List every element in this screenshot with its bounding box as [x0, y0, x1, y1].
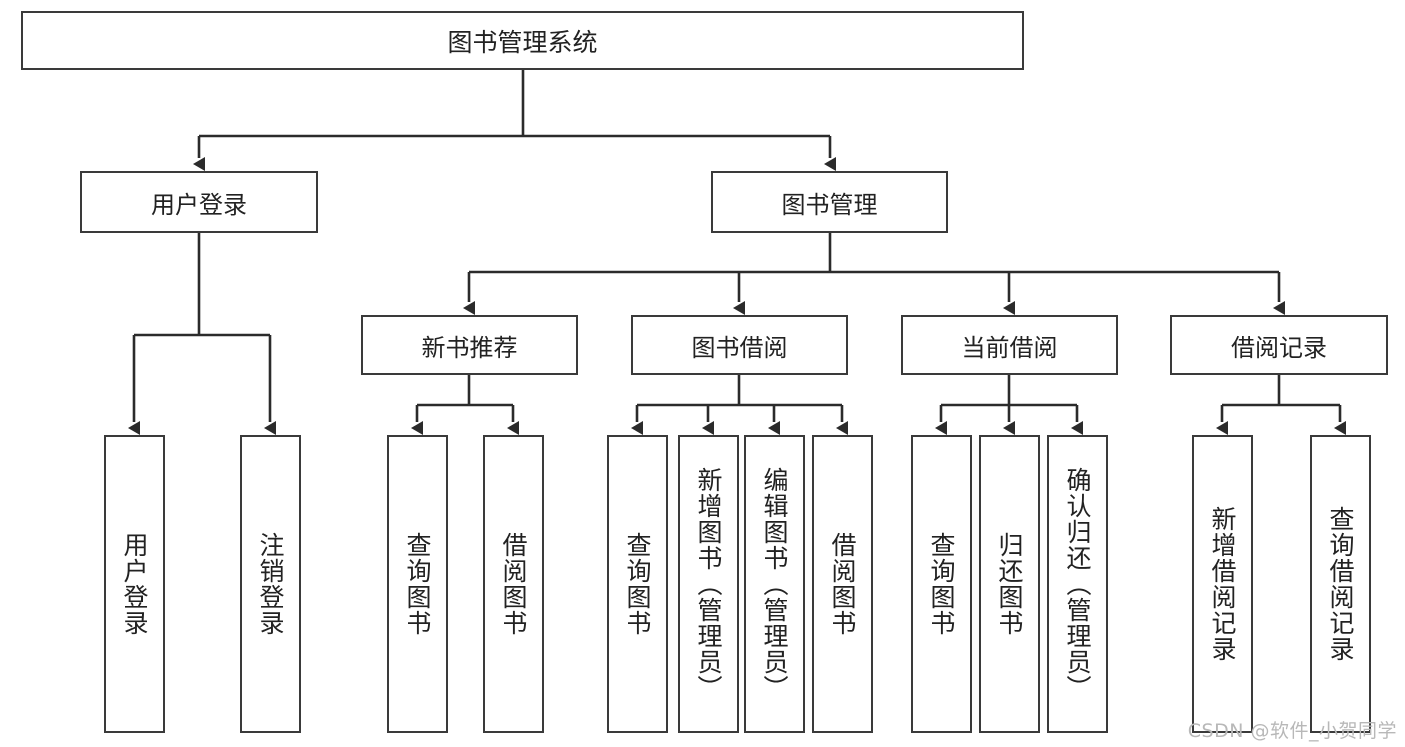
node-label: 借阅记录	[1231, 333, 1327, 362]
node-label: 归还图书	[995, 532, 1024, 636]
node-label: 借阅图书	[828, 532, 857, 636]
node-label: 确认归还（管理员）	[1063, 467, 1092, 701]
node-label: 图书管理系统	[447, 27, 598, 57]
node-label: 图书管理	[781, 190, 878, 219]
leaf-logout[interactable]: 注销登录	[240, 435, 301, 733]
leaf-query-book-current[interactable]: 查询图书	[911, 435, 972, 733]
leaf-add-borrow-record[interactable]: 新增借阅记录	[1192, 435, 1253, 733]
node-label: 当前借阅	[961, 333, 1058, 362]
csdn-watermark: CSDN @软件_小贺同学	[1187, 720, 1397, 742]
leaf-edit-book-admin[interactable]: 编辑图书（管理员）	[744, 435, 805, 733]
leaf-confirm-return-admin[interactable]: 确认归还（管理员）	[1047, 435, 1108, 733]
node-label: 注销登录	[256, 532, 285, 636]
node-label: 新书推荐	[421, 333, 518, 362]
leaf-return-book[interactable]: 归还图书	[979, 435, 1040, 733]
node-label: 查询图书	[927, 532, 956, 636]
node-label: 图书借阅	[691, 333, 788, 362]
node-new-book-recommend[interactable]: 新书推荐	[361, 315, 578, 375]
leaf-query-book-borrow[interactable]: 查询图书	[607, 435, 668, 733]
node-label: 查询图书	[623, 532, 652, 636]
node-label: 查询图书	[403, 532, 432, 636]
node-borrow-record[interactable]: 借阅记录	[1170, 315, 1388, 375]
node-user-login[interactable]: 用户登录	[80, 171, 318, 233]
node-label: 新增图书（管理员）	[694, 467, 723, 701]
node-current-borrow[interactable]: 当前借阅	[901, 315, 1118, 375]
node-label: 新增借阅记录	[1208, 506, 1237, 662]
node-label: 查询借阅记录	[1326, 506, 1355, 662]
leaf-query-book-recommend[interactable]: 查询图书	[387, 435, 448, 733]
node-book-borrow[interactable]: 图书借阅	[631, 315, 848, 375]
node-label: 借阅图书	[499, 532, 528, 636]
leaf-borrow-book-recommend[interactable]: 借阅图书	[483, 435, 544, 733]
leaf-user-login[interactable]: 用户登录	[104, 435, 165, 733]
leaf-borrow-book[interactable]: 借阅图书	[812, 435, 873, 733]
node-book-management[interactable]: 图书管理	[711, 171, 948, 233]
leaf-query-borrow-record[interactable]: 查询借阅记录	[1310, 435, 1371, 733]
node-label: 用户登录	[151, 190, 247, 219]
node-root-book-management-system[interactable]: 图书管理系统	[21, 11, 1024, 70]
leaf-add-book-admin[interactable]: 新增图书（管理员）	[678, 435, 739, 733]
node-label: 编辑图书（管理员）	[760, 467, 789, 701]
node-label: 用户登录	[120, 532, 149, 636]
